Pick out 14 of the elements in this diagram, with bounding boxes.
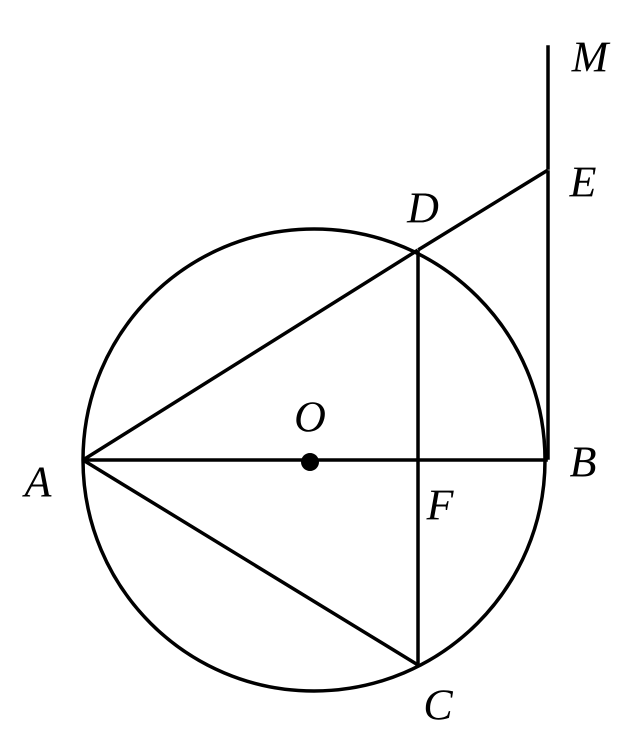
line-segment xyxy=(82,458,419,666)
line-segment xyxy=(82,248,419,462)
line-segment xyxy=(546,45,550,170)
point-label: O xyxy=(296,402,325,432)
point-label: M xyxy=(571,42,610,72)
line-segment xyxy=(546,170,550,460)
point-label: E xyxy=(569,168,596,196)
point-label: F xyxy=(426,490,454,520)
line-segment xyxy=(417,168,549,252)
point-label: D xyxy=(406,194,438,222)
line-segment xyxy=(416,250,420,665)
point-label: B xyxy=(570,448,596,476)
point-label: C xyxy=(426,690,454,720)
point-label: A xyxy=(22,467,52,497)
